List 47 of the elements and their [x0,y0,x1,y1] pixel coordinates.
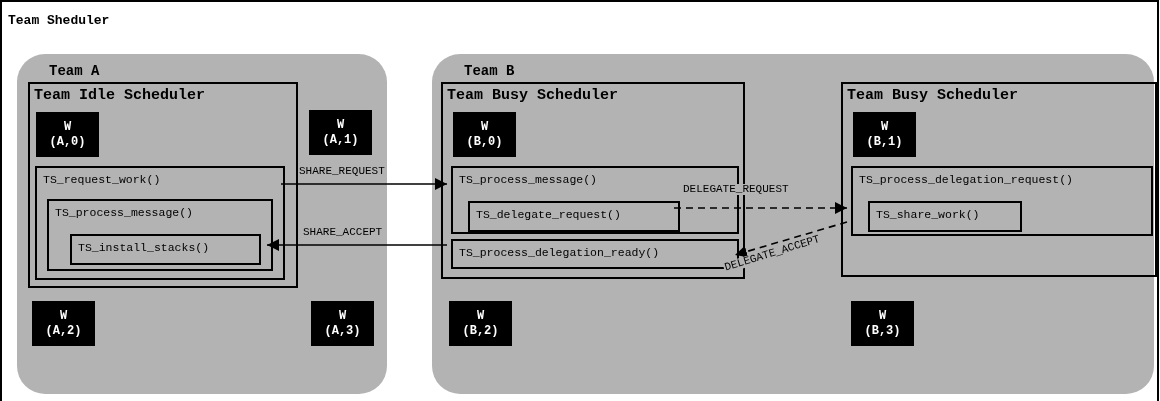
function-box [868,201,1022,232]
worker-box [853,112,916,157]
function-name: TS_delegate_request() [476,209,621,221]
function-name: TS_share_work() [876,209,980,221]
scheduler-title: Team Idle Scheduler [34,88,206,103]
scheduler-box [841,82,1157,277]
worker-box [36,112,99,157]
worker-box [32,301,95,346]
team-panel [17,54,387,394]
worker-label: W (A,2) [45,308,82,339]
worker-box [453,112,516,157]
scheduler-title: Team Busy Scheduler [447,88,619,103]
function-name: TS_process_delegation_ready() [459,247,660,259]
arrow [734,221,848,258]
edge-label: SHARE_REQUEST [298,166,386,177]
arrow [280,178,448,190]
function-box [70,234,261,265]
edge-label: DELEGATE_REQUEST [682,184,790,195]
team-title: Team A [49,64,100,78]
scheduler-box [28,82,298,288]
edge-label: SHARE_ACCEPT [302,227,384,238]
worker-label: W (B,3) [864,308,901,339]
function-name: TS_process_message() [55,207,194,219]
worker-label: W (A,3) [324,308,361,339]
team-title: Team B [464,64,515,78]
worker-box [449,301,512,346]
function-name: TS_process_delegation_request() [859,174,1073,186]
arrow [266,239,448,251]
worker-label: W (B,0) [466,119,503,150]
function-box [851,166,1153,236]
worker-label: W (A,1) [322,117,359,148]
worker-label: W (A,0) [49,119,86,150]
worker-box [311,301,374,346]
frame-title: Team Sheduler [8,14,110,27]
function-box [468,201,680,232]
worker-box [309,110,372,155]
team-panel [432,54,1154,394]
function-name: TS_request_work() [43,174,161,186]
worker-label: W (B,2) [462,308,499,339]
function-box [35,166,285,280]
worker-label: W (B,1) [866,119,903,150]
arrow [673,202,848,214]
scheduler-title: Team Busy Scheduler [847,88,1019,103]
function-name: TS_process_message() [459,174,598,186]
function-name: TS_install_stacks() [78,242,210,254]
function-box [47,199,273,271]
worker-box [851,301,914,346]
